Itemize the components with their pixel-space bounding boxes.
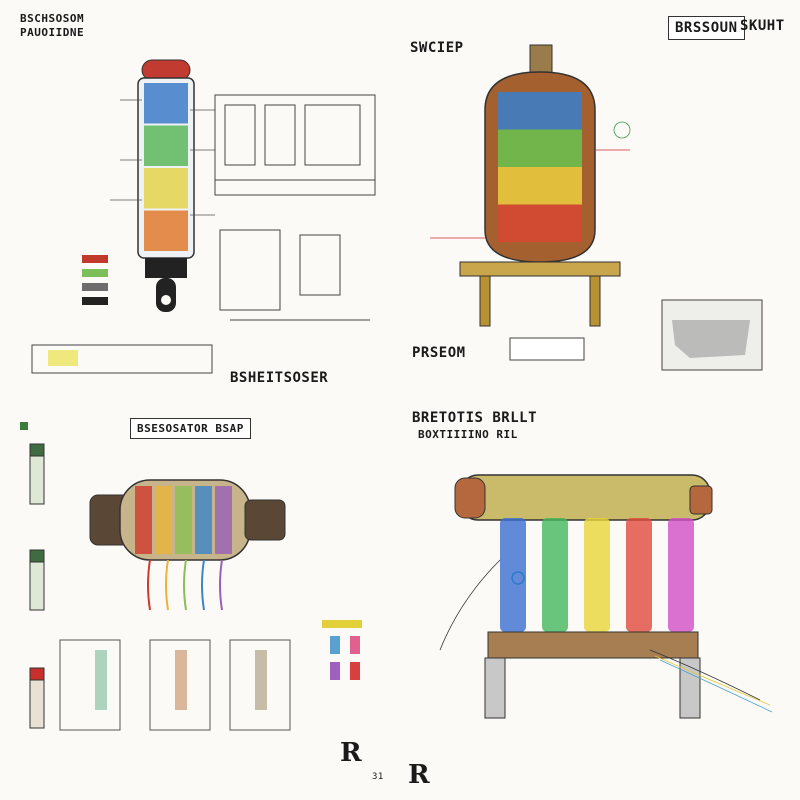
bottom-right-monogram: R	[408, 760, 431, 790]
bottom-left-wire	[183, 559, 187, 611]
bottom-left-corner-mark: 31	[372, 772, 384, 782]
bottom-left-drawing	[20, 422, 362, 731]
bottom-right-tube	[668, 518, 694, 632]
bottom-right-title-line-2: BOXTIIIINO RIL	[418, 428, 518, 441]
top-right-header-label: SKUHT	[740, 18, 785, 34]
bottom-left-title: BSESOSATOR BSAP	[130, 418, 251, 439]
top-right-band	[498, 204, 582, 242]
bottom-right-drawing	[439, 474, 773, 719]
bottom-left-wire	[201, 559, 205, 611]
bottom-left-band	[155, 486, 172, 554]
panel-top-right: SWCIEP BRSSOUN SKUHT PRSEOM	[400, 0, 800, 400]
top-left-swatch	[82, 297, 108, 305]
bottom-right-title-line-1: BRETOTIS BRLLT	[412, 410, 538, 426]
bottom-left-wire	[165, 559, 169, 611]
top-right-drawing	[430, 44, 763, 371]
bottom-left-wire	[219, 559, 223, 611]
bottom-left-band	[215, 486, 232, 554]
panel-top-left: BSCHSOSOM PAUOIIDNE BSHEITSOSER	[0, 0, 400, 400]
bottom-right-tube	[584, 518, 610, 632]
top-left-swatch	[82, 283, 108, 291]
top-right-band	[498, 129, 582, 167]
bottom-right-tube	[542, 518, 568, 632]
panel-bottom-left: BSESOSATOR BSAP R 31	[0, 400, 400, 800]
top-right-header-box: BRSSOUN	[668, 16, 745, 40]
bottom-right-tube	[626, 518, 652, 632]
bottom-left-band	[135, 486, 152, 554]
top-left-band	[144, 168, 188, 209]
bottom-left-wire	[147, 559, 151, 611]
top-left-band	[144, 210, 188, 251]
top-left-swatch	[82, 255, 108, 263]
top-left-band	[144, 125, 188, 166]
top-left-drawing	[31, 59, 376, 374]
bottom-left-band	[175, 486, 192, 554]
top-left-title-line-1: BSCHSOSOM	[20, 12, 85, 25]
bottom-left-band	[195, 486, 212, 554]
top-right-footer-label: PRSEOM	[412, 345, 466, 361]
top-left-title-line-2: PAUOIIDNE	[20, 26, 85, 39]
top-right-band	[498, 92, 582, 130]
top-left-swatch	[82, 269, 108, 277]
panel-bottom-right: BRETOTIS BRLLT BOXTIIIINO RIL R	[400, 400, 800, 800]
top-right-band	[498, 167, 582, 205]
bottom-left-monogram: R	[340, 738, 363, 768]
top-right-title: SWCIEP	[410, 40, 464, 56]
top-left-footer-label: BSHEITSOSER	[230, 370, 329, 386]
top-left-band	[144, 83, 188, 124]
